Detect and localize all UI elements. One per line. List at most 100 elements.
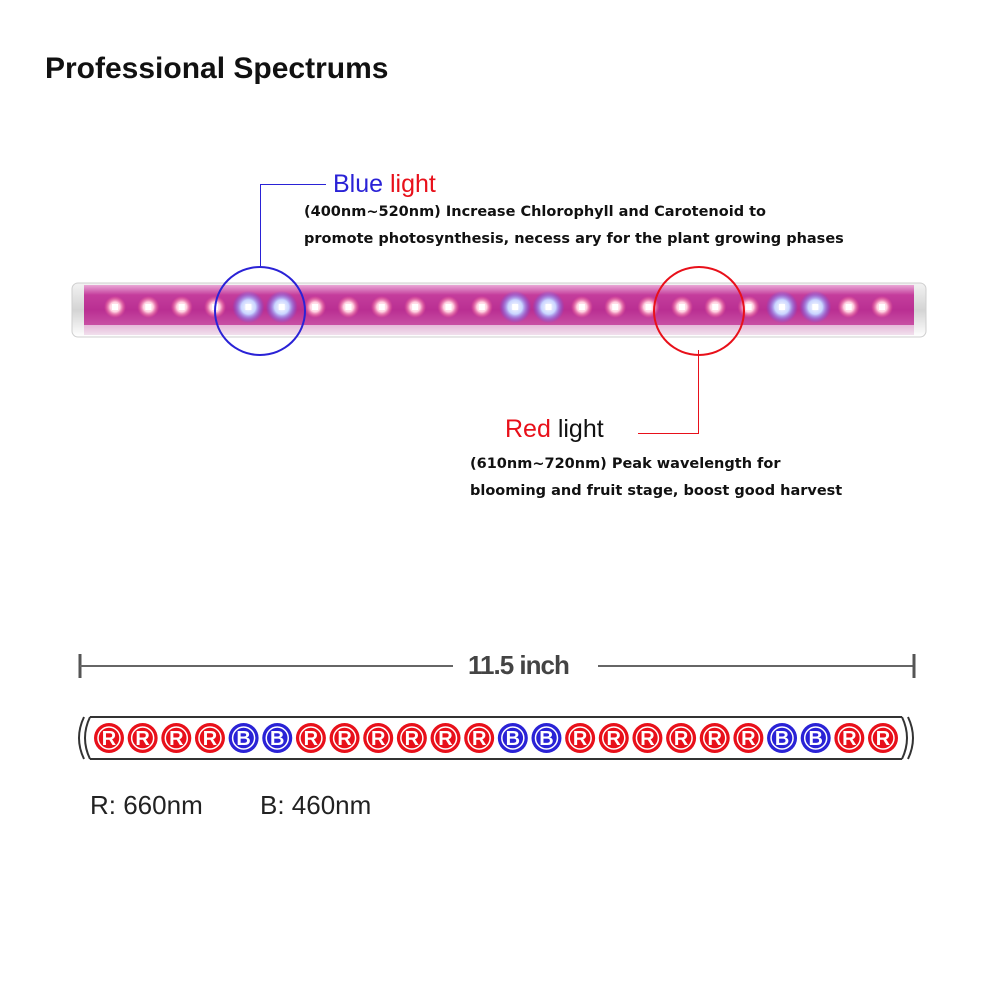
led-marker-ring	[871, 726, 895, 750]
blue-highlight-ring	[214, 266, 306, 356]
lamp-led-chip	[812, 304, 819, 310]
led-marker-ring	[602, 726, 626, 750]
blue-callout-leader-v	[260, 184, 261, 266]
length-label: 11.5 inch	[468, 650, 570, 680]
led-marker-letter: R	[573, 728, 588, 750]
led-red-marker: R	[666, 723, 697, 753]
led-blue-marker: B	[531, 723, 562, 753]
led-marker-letter: R	[472, 728, 487, 750]
led-marker-letter: R	[337, 728, 352, 750]
lamp-led-chip	[645, 304, 652, 310]
legend-blue: B: 460nm	[260, 790, 372, 820]
led-marker-letter: R	[304, 728, 319, 750]
led-marker-letter: B	[539, 728, 553, 750]
led-marker-ring	[332, 726, 357, 750]
led-red-marker: R	[565, 723, 596, 753]
led-marker-ring	[568, 726, 592, 750]
lamp-led-chip	[612, 304, 619, 310]
led-red-marker: R	[396, 723, 427, 753]
page-title: Professional Spectrums	[45, 52, 389, 85]
led-red-marker: R	[464, 723, 495, 753]
lamp-led-chip	[879, 304, 885, 310]
led-red-marker: R	[834, 723, 865, 753]
led-marker-ring	[265, 726, 290, 750]
lamp-led-chip	[778, 304, 785, 310]
legend-red: R: 660nm	[90, 790, 203, 820]
led-marker-ring	[299, 726, 323, 750]
led-red-marker: R	[127, 723, 158, 753]
led-marker-letter: R	[371, 728, 386, 750]
led-blue-marker: B	[262, 723, 293, 753]
red-word: Red	[505, 415, 551, 443]
lamp-led-chip	[845, 304, 852, 310]
led-marker-ring	[231, 726, 256, 750]
led-marker-ring	[467, 726, 491, 750]
led-red-marker: R	[194, 723, 225, 753]
led-marker-letter: R	[135, 728, 150, 750]
led-marker-ring	[198, 726, 222, 750]
led-marker-ring	[669, 726, 693, 750]
led-marker-letter: B	[808, 728, 822, 750]
led-red-marker: R	[430, 723, 461, 753]
led-marker-letter: B	[270, 728, 284, 750]
led-red-marker: R	[329, 723, 360, 753]
lamp-led-chip	[578, 304, 585, 310]
led-red-marker: R	[598, 723, 629, 753]
led-red-marker: R	[161, 723, 192, 753]
led-marker-letter: R	[708, 728, 723, 750]
lamp-led-chip	[478, 304, 485, 310]
dimension-graphic	[78, 654, 916, 678]
led-red-marker: R	[363, 723, 394, 753]
led-marker-letter: R	[102, 728, 117, 750]
led-marker-ring	[433, 726, 458, 750]
led-blue-marker: B	[800, 723, 831, 753]
blue-word: Blue	[333, 170, 384, 198]
led-marker-letter: R	[203, 728, 218, 750]
led-marker-letter: R	[405, 728, 420, 750]
red-highlight-ring	[653, 266, 745, 356]
led-red-marker: R	[632, 723, 663, 753]
grow-light-bar-graphic	[71, 282, 927, 338]
red-light-heading: Red light	[505, 415, 604, 444]
led-marker-letter: R	[169, 728, 184, 750]
led-red-marker: R	[295, 723, 326, 753]
led-blue-marker: B	[228, 723, 259, 753]
led-marker-ring	[130, 726, 155, 750]
light-word: light	[390, 170, 436, 198]
led-red-marker: R	[733, 723, 764, 753]
led-marker-ring	[501, 726, 525, 750]
lamp-led-chip	[312, 304, 319, 310]
blue-callout-leader-h	[260, 184, 326, 185]
led-marker-ring	[164, 726, 189, 750]
led-red-marker: R	[868, 723, 898, 753]
led-marker-ring	[736, 726, 761, 750]
led-marker-ring	[837, 726, 862, 750]
led-marker-ring	[534, 726, 559, 750]
lamp-led-chip	[345, 304, 352, 310]
led-blue-marker: B	[497, 723, 528, 753]
led-marker-letter: R	[674, 728, 689, 750]
led-marker-letter: R	[640, 728, 655, 750]
lamp-led-chip	[412, 304, 419, 310]
lamp-led-chip	[112, 304, 118, 310]
led-marker-ring	[770, 726, 794, 750]
red-callout-leader-h	[638, 433, 699, 434]
led-marker-ring	[803, 726, 828, 750]
led-marker-letter: R	[741, 728, 756, 750]
led-red-marker: R	[699, 723, 730, 753]
blue-desc-line1: (400nm~520nm) Increase Chlorophyll and C…	[304, 204, 767, 220]
lamp-led-chip	[145, 304, 152, 310]
led-red-marker: R	[94, 723, 124, 753]
led-marker-letter: R	[876, 728, 891, 750]
blue-desc-line2: promote photosynthesis, necess ary for t…	[304, 231, 844, 247]
lamp-led-chip	[745, 304, 752, 310]
led-marker-ring	[702, 726, 727, 750]
grow-light-bar	[70, 279, 928, 341]
led-marker-letter: B	[775, 728, 789, 750]
led-blue-marker: B	[767, 723, 798, 753]
led-marker-letter: R	[842, 728, 857, 750]
lamp-led-chip	[445, 304, 452, 310]
lamp-led-chip	[545, 304, 552, 310]
